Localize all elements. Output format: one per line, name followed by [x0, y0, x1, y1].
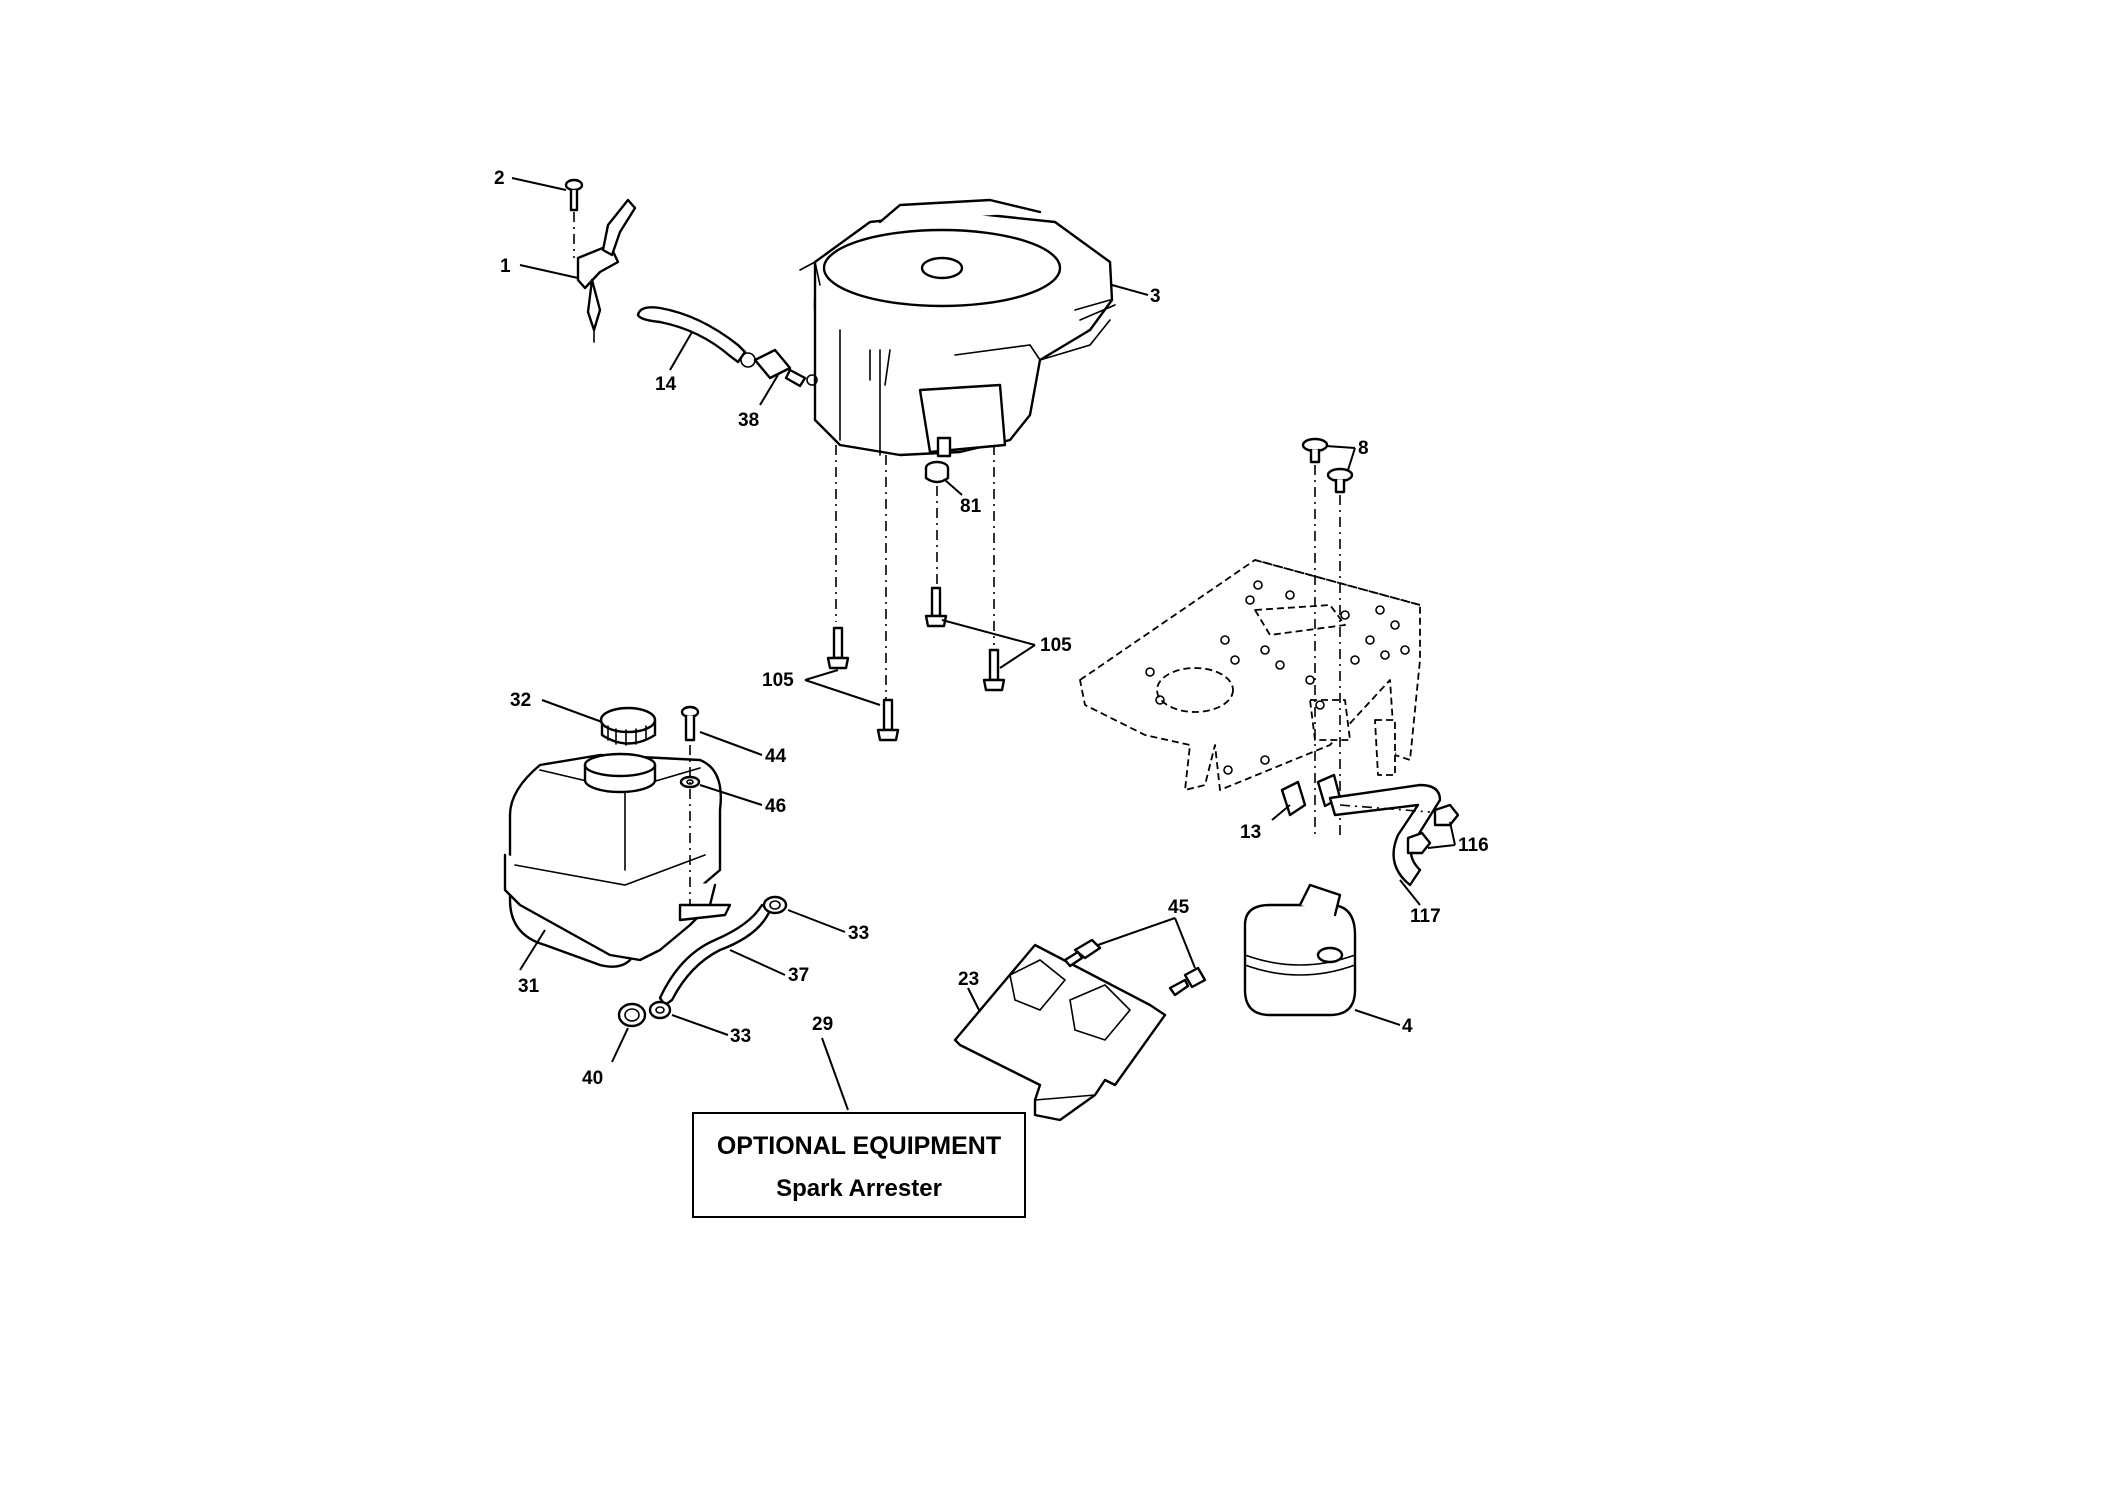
callout-46: 46: [765, 796, 786, 817]
callout-29: 29: [812, 1014, 833, 1035]
callout-1: 1: [500, 256, 511, 277]
callout-3: 3: [1150, 286, 1161, 307]
leader-105-b: [941, 619, 1036, 669]
leader-8: [1325, 445, 1356, 471]
leader-33-b: [671, 1014, 729, 1036]
nut-part-116-a: [1433, 803, 1460, 827]
leader-40: [611, 1027, 629, 1063]
exhaust-pipe-part-117: [1328, 783, 1442, 887]
callout-116: 116: [1458, 835, 1489, 856]
clamp-part-33-b: [648, 1000, 672, 1020]
leader-23: [967, 987, 981, 1013]
callout-81: 81: [960, 496, 982, 517]
optional-equipment-subtitle: Spark Arrester: [776, 1175, 942, 1202]
screw-part-8-a: [1301, 437, 1329, 464]
callout-14: 14: [655, 374, 677, 395]
leader-32: [541, 699, 603, 723]
callout-105-b: 105: [1040, 635, 1072, 656]
bolt-part-105-a: [826, 626, 850, 670]
leader-29: [821, 1037, 849, 1111]
leader-105-a: [804, 669, 881, 706]
leader-2: [511, 177, 567, 191]
screw-part-44: [680, 705, 700, 742]
heat-shield-part-23: [953, 943, 1167, 1122]
frame-plate: [1079, 559, 1421, 791]
nut-line: [1339, 804, 1431, 813]
callout-31: 31: [518, 976, 540, 997]
leader-116: [1427, 821, 1456, 849]
clamp-part-33-a: [762, 895, 788, 915]
callout-37: 37: [788, 965, 809, 986]
screw-part-8-b: [1326, 467, 1354, 494]
leader-46: [699, 784, 763, 806]
fuel-line-part-14: [636, 306, 756, 368]
leader-14: [669, 331, 693, 371]
leader-13: [1271, 804, 1291, 821]
bolt-part-105-c: [924, 586, 948, 628]
leader-117: [1399, 879, 1421, 906]
callout-23: 23: [958, 969, 979, 990]
leader-37: [729, 949, 786, 976]
fuel-filter-part-38: [753, 348, 818, 388]
frame-holes: [1145, 580, 1410, 775]
leader-38: [759, 374, 779, 406]
leader-4: [1354, 1009, 1401, 1026]
leader-1: [519, 264, 579, 279]
leader-44: [699, 731, 763, 756]
muffler-part-4: [1243, 883, 1357, 1017]
screw-part-45-b: [1168, 966, 1207, 997]
bolt-part-105-b: [876, 698, 900, 742]
callout-38: 38: [738, 410, 759, 431]
callout-4: 4: [1402, 1016, 1413, 1037]
bolt-part-105-d: [982, 648, 1006, 692]
throttle-control-part-1: [576, 198, 637, 343]
callout-44: 44: [765, 746, 787, 767]
leader-81: [944, 479, 963, 496]
callout-13: 13: [1240, 822, 1261, 843]
callout-40: 40: [582, 1068, 603, 1089]
nut-part-81: [924, 460, 950, 484]
bushing-part-40: [617, 1002, 647, 1028]
fuel-tank-part-31: [503, 752, 732, 968]
fuel-tank-neck: [583, 752, 657, 794]
callout-45: 45: [1168, 897, 1190, 918]
screw-part-45-a: [1063, 938, 1102, 968]
leader-45: [1097, 917, 1196, 969]
callout-105-a: 105: [762, 670, 794, 691]
leader-3: [1111, 284, 1149, 296]
engine-part-3: [799, 198, 1116, 458]
fuel-cap-part-32: [599, 706, 657, 746]
gasket-part-13: [1280, 773, 1342, 817]
callout-32: 32: [510, 690, 531, 711]
leader-31: [519, 929, 546, 971]
callout-2: 2: [494, 168, 505, 189]
nut-part-116-b: [1406, 831, 1432, 855]
optional-equipment-title: OPTIONAL EQUIPMENT: [716, 1132, 1002, 1160]
screw-part-2: [564, 178, 584, 212]
callout-117: 117: [1410, 906, 1441, 927]
callout-33-b: 33: [730, 1026, 751, 1047]
callout-33-a: 33: [848, 923, 869, 944]
optional-equipment-box: OPTIONAL EQUIPMENT Spark Arrester: [692, 1112, 1026, 1218]
callout-8: 8: [1358, 438, 1369, 459]
leader-33-a: [787, 909, 846, 933]
